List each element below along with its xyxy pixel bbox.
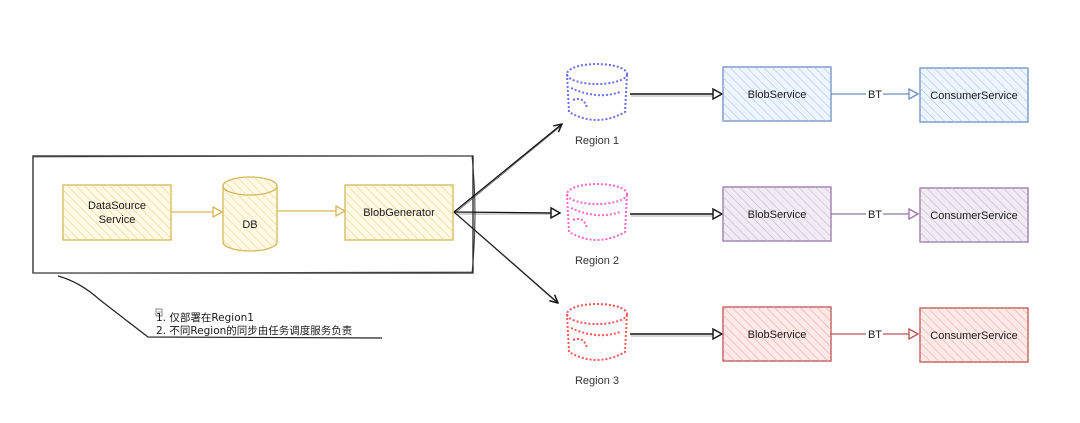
note-line-1: 1. 仅部署在Region1 <box>156 311 254 324</box>
consumer-service-node[interactable]: ConsumerService <box>919 67 1029 123</box>
note-annotation: 1. 仅部署在Region1 2. 不同Region的同步由任务调度服务负责 <box>155 308 352 337</box>
datasource-service-node[interactable]: DataSource Service <box>62 184 172 241</box>
note-line-2: 2. 不同Region的同步由任务调度服务负责 <box>156 324 352 337</box>
db-label: DB <box>242 219 257 231</box>
blob-service-node[interactable]: BlobService <box>722 186 832 242</box>
blob-service-label: BlobService <box>748 209 807 221</box>
edge-bt-label: BT <box>868 89 882 101</box>
blob-service-label: BlobService <box>748 329 807 341</box>
region-row-1: Region 1 BlobService BT ConsumerService <box>566 63 1029 147</box>
blob-service-node[interactable]: BlobService <box>722 306 832 362</box>
consumer-service-label: ConsumerService <box>930 330 1017 342</box>
edge-label-bg <box>866 327 883 340</box>
note-icon <box>155 308 163 317</box>
blob-service-node[interactable]: BlobService <box>722 66 832 122</box>
edge-label-bg <box>866 87 883 100</box>
region-cylinder-icon[interactable] <box>566 303 628 361</box>
edge-generator-region2[interactable] <box>453 212 560 213</box>
region-row-2: Region 2 BlobService BT ConsumerService <box>566 183 1029 267</box>
blobgenerator-label: BlobGenerator <box>363 207 435 219</box>
edge-generator-region1-sketch <box>454 125 562 214</box>
blob-service-label: BlobService <box>748 89 807 101</box>
region-row-3: Region 3 BlobService BT ConsumerService <box>566 303 1029 387</box>
edge-bt-label: BT <box>868 329 882 341</box>
edge-generator-region1[interactable] <box>453 124 562 213</box>
source-group-container[interactable] <box>32 155 476 274</box>
db-node[interactable]: DB <box>222 176 278 252</box>
consumer-service-label: ConsumerService <box>930 90 1017 102</box>
edge-bt-label: BT <box>868 209 882 221</box>
datasource-label-line1: DataSource <box>88 200 146 212</box>
region-cylinder-icon[interactable] <box>566 63 628 121</box>
region-label: Region 1 <box>575 135 619 147</box>
region-label: Region 2 <box>575 255 619 267</box>
datasource-label-line2: Service <box>99 214 136 226</box>
region-label: Region 3 <box>575 375 619 387</box>
note-callout-line <box>57 275 383 339</box>
consumer-service-label: ConsumerService <box>930 210 1017 222</box>
edge-label-bg <box>866 207 883 220</box>
edge-generator-region3-sketch <box>455 213 557 303</box>
blobgenerator-node[interactable]: BlobGenerator <box>344 184 454 241</box>
region-cylinder-icon[interactable] <box>566 183 628 241</box>
consumer-service-node[interactable]: ConsumerService <box>919 307 1029 363</box>
consumer-service-node[interactable]: ConsumerService <box>919 187 1029 243</box>
